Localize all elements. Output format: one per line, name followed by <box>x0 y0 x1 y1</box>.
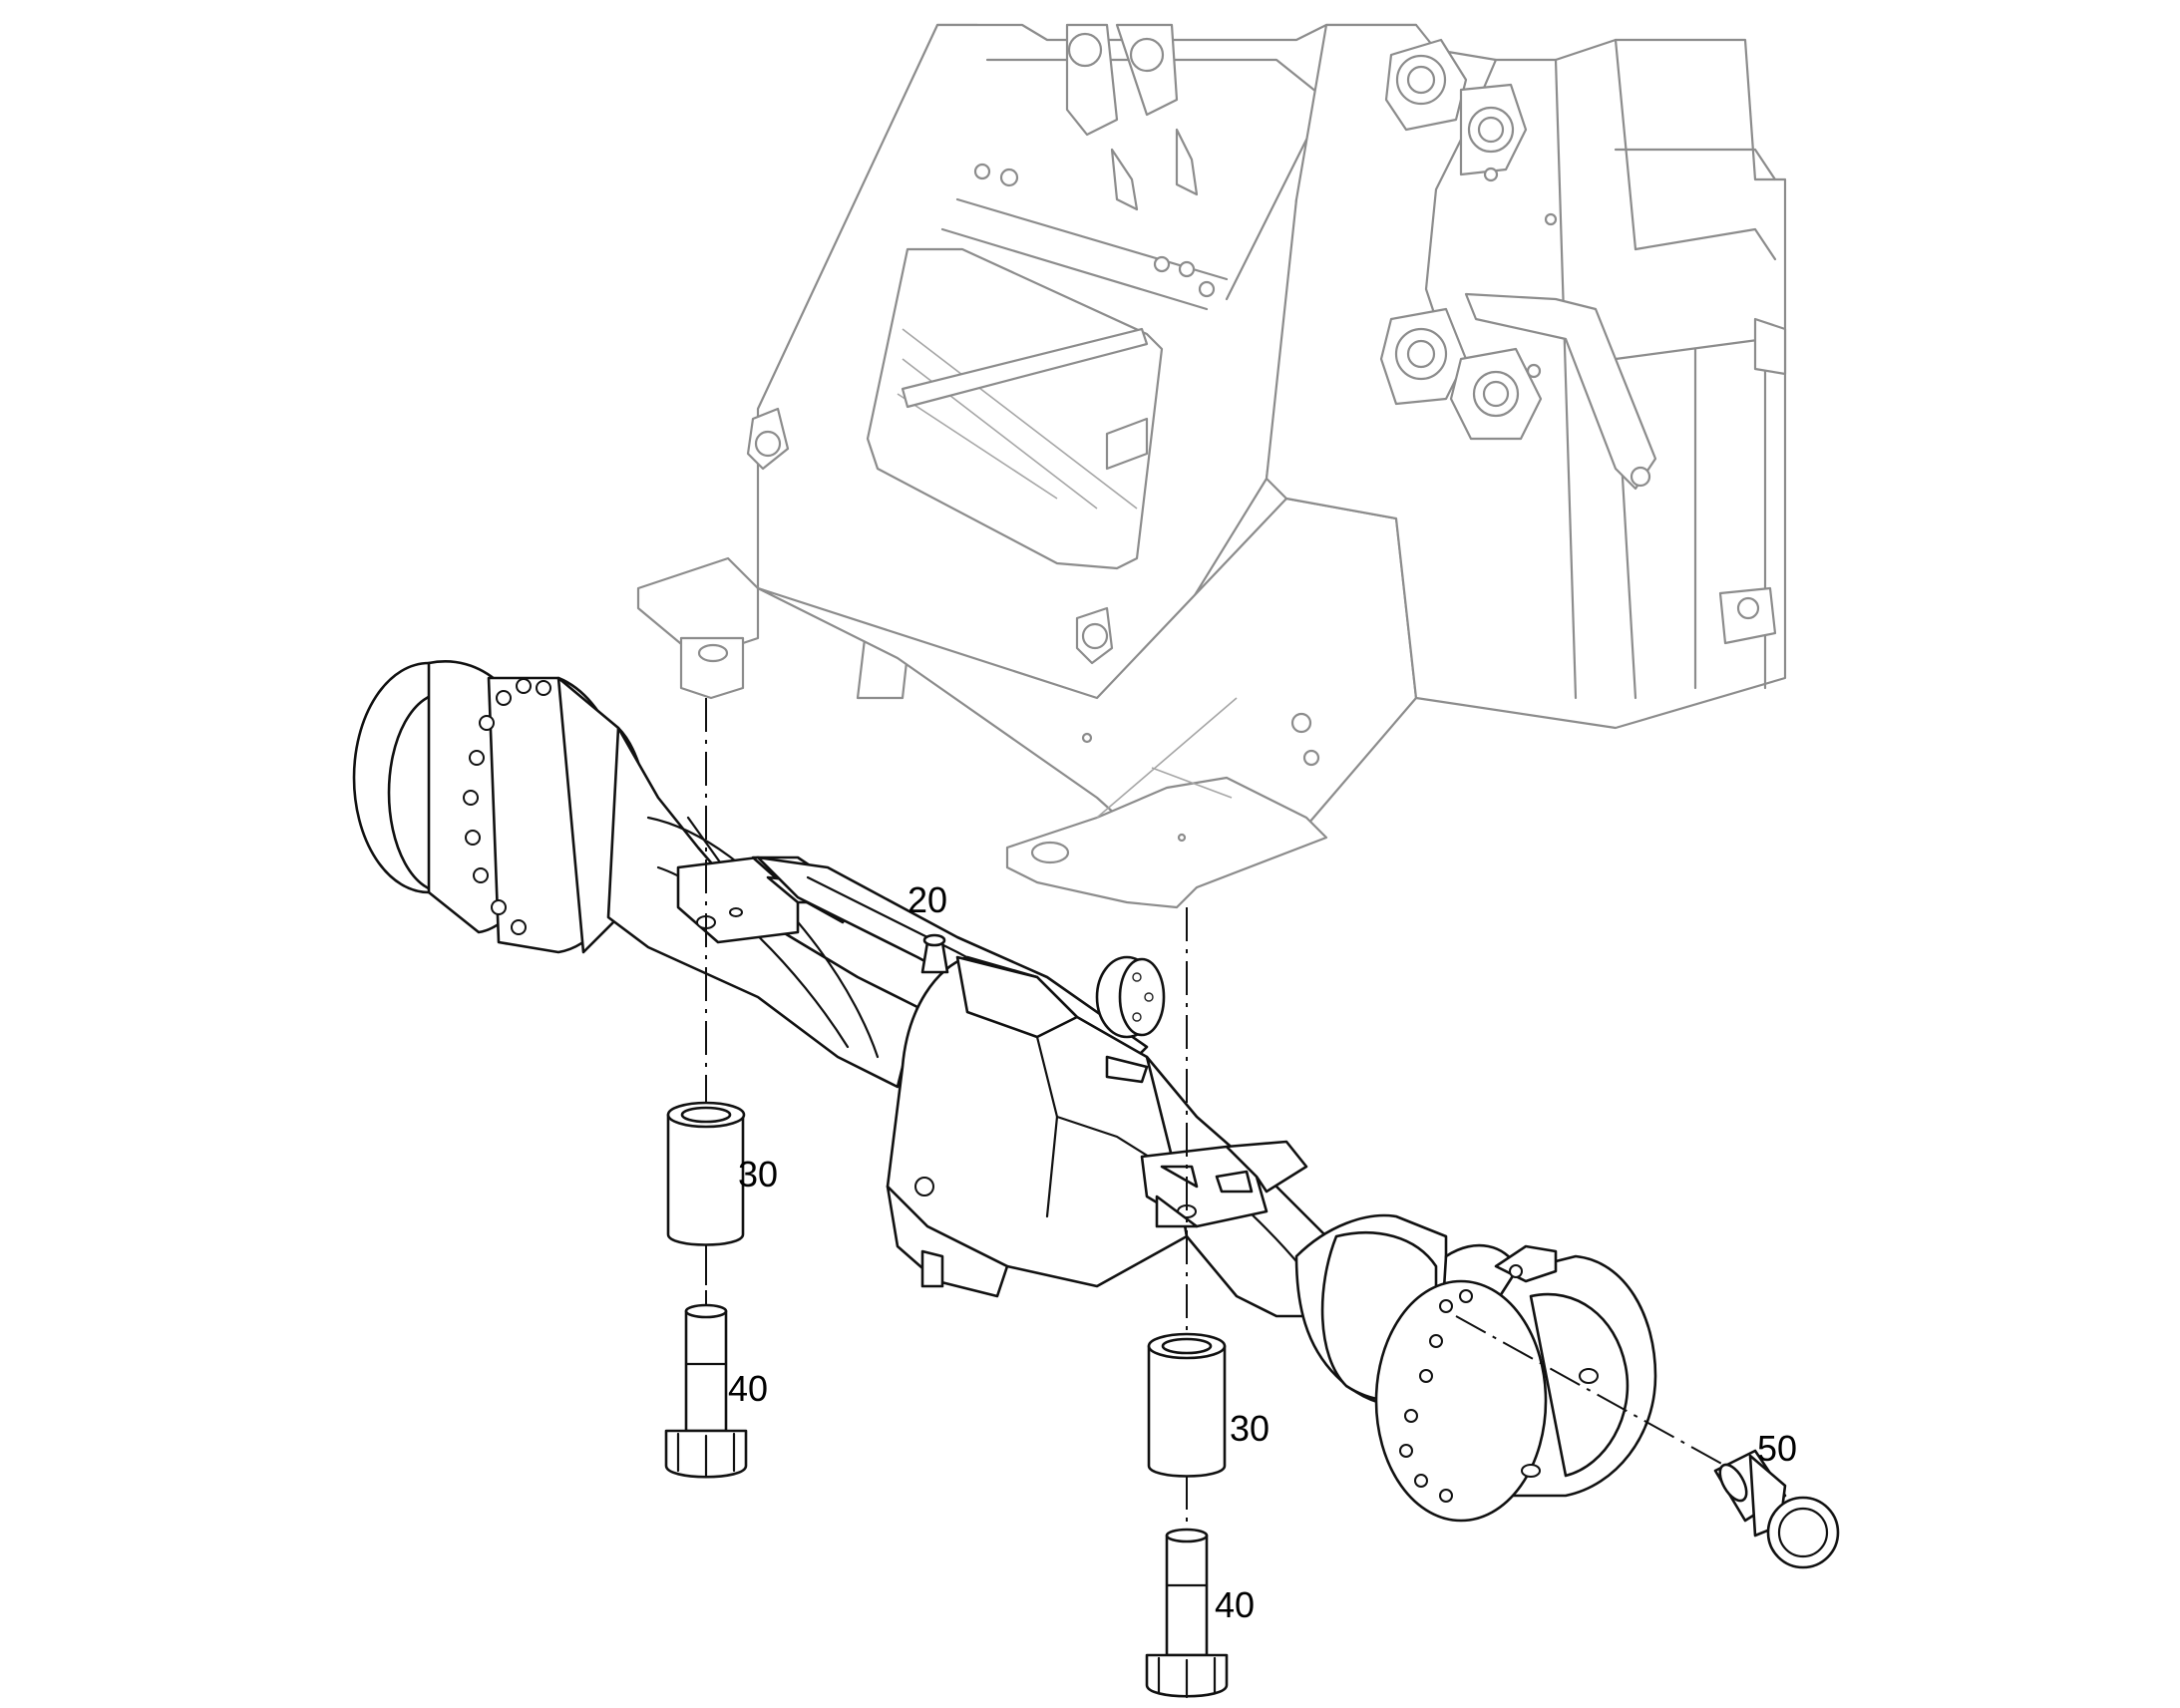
bolt-left <box>664 1303 748 1479</box>
bushing-right <box>1147 1332 1227 1478</box>
hub-bolt-circle-left <box>463 678 551 935</box>
callout-labels: 20 30 40 30 40 50 <box>728 879 1797 1625</box>
bushing-left <box>666 1101 746 1246</box>
callout-bushing-left: 30 <box>738 1154 778 1195</box>
callout-bushing-right: 30 <box>1230 1408 1270 1449</box>
drain-plug <box>1713 1449 1840 1569</box>
axle-assembly <box>352 660 1657 1523</box>
hub-bolt-circle-right <box>1399 1264 1523 1503</box>
bolt-right <box>1145 1528 1229 1699</box>
callout-plug: 50 <box>1757 1428 1797 1469</box>
callout-axle: 20 <box>908 879 947 920</box>
machine-frame <box>636 23 1787 909</box>
callout-bolt-left: 40 <box>728 1368 768 1409</box>
callout-bolt-right: 40 <box>1215 1584 1255 1625</box>
